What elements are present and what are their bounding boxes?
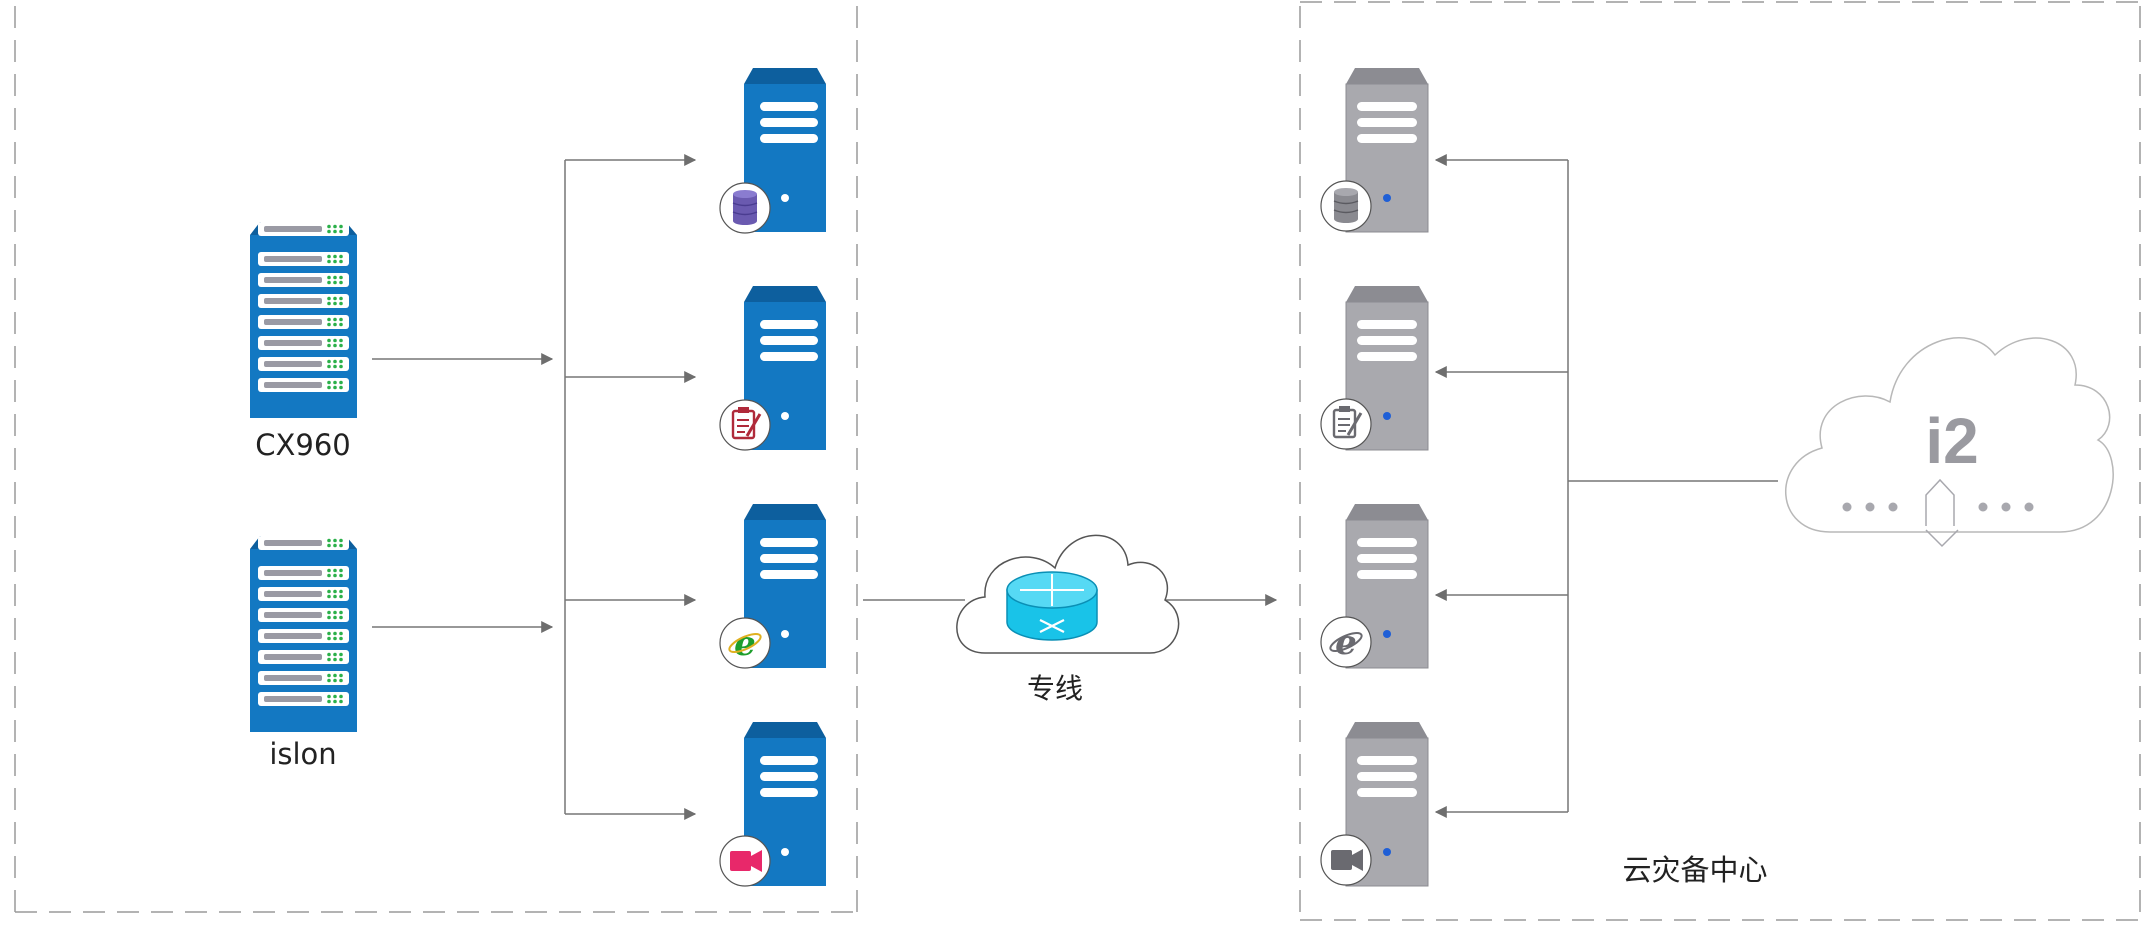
source-connectors [372, 154, 697, 820]
document-icon [1332, 406, 1363, 439]
source-server-document [719, 286, 826, 451]
backup-server-video [1320, 721, 1429, 887]
dr-connectors [1434, 154, 1778, 818]
i2-logo-text: i2 [1925, 405, 1978, 477]
sync-arrows-icon [1925, 478, 1959, 548]
document-icon [731, 407, 762, 440]
dr-center-label: 云灾备中心 [1622, 853, 1767, 887]
source-zone-border [14, 6, 858, 913]
i2-dots [1842, 502, 2034, 512]
database-icon [1333, 188, 1359, 223]
browser-icon: e [728, 624, 762, 664]
backup-server-document [1320, 285, 1429, 451]
svg-text:e: e [1335, 623, 1357, 663]
dr-zone-border [1299, 1, 2141, 921]
backup-server-database [1320, 67, 1429, 233]
browser-icon: e [1329, 623, 1363, 663]
storage-rack-cx960-slots [258, 252, 349, 392]
database-icon [732, 190, 758, 225]
storage-label-cx960: CX960 [255, 428, 350, 462]
source-server-database [719, 68, 826, 234]
video-camera-icon [1331, 849, 1363, 871]
storage-label-islon: islon [269, 737, 336, 771]
leased-line-label: 专线 [1027, 672, 1083, 705]
backup-server-web: e [1320, 503, 1429, 669]
svg-text:e: e [734, 624, 756, 664]
router-icon [1006, 571, 1098, 641]
source-server-web: e [719, 504, 826, 669]
i2-cloud [1785, 337, 2114, 533]
video-camera-icon [730, 850, 762, 872]
storage-rack-islon-slots [258, 566, 349, 706]
source-server-video [719, 722, 826, 887]
